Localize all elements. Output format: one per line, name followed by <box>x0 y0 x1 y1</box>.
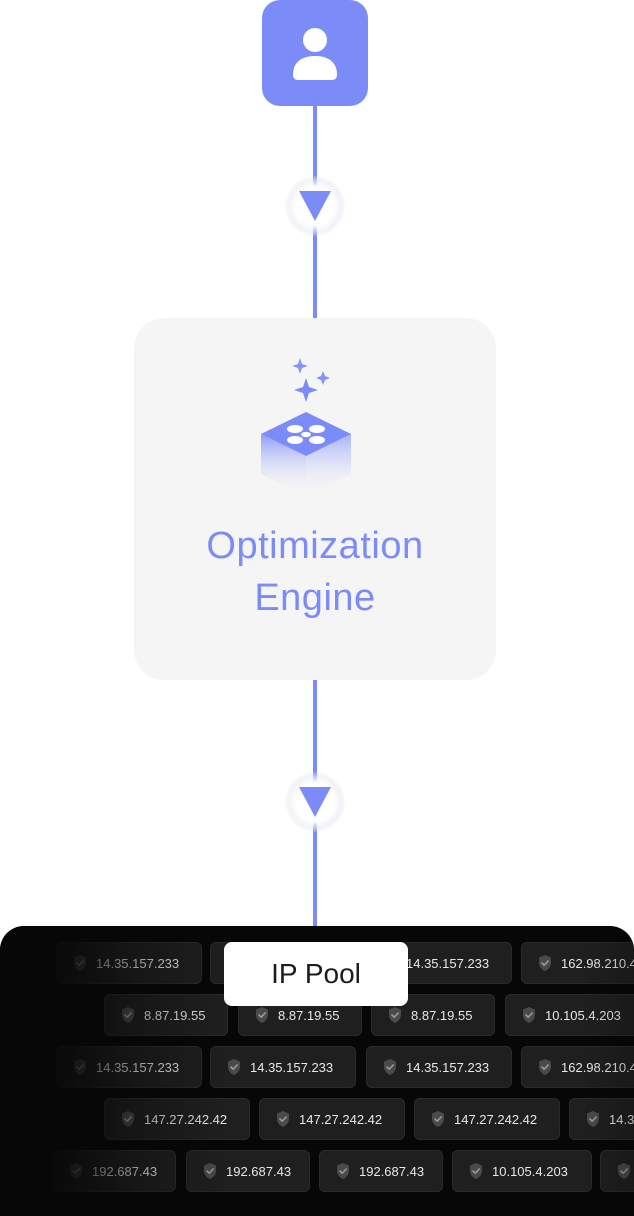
ip-address: 8.87.19.55 <box>278 1007 340 1023</box>
shield-check-icon <box>384 1059 396 1075</box>
ip-chip: 14.3 <box>569 1098 634 1140</box>
arrow-down-icon <box>285 772 345 832</box>
ip-address: 147.27.242.42 <box>299 1111 383 1127</box>
ip-chip: 147.27.242.42 <box>104 1098 250 1140</box>
ip-address: 147.27.242.42 <box>454 1111 538 1127</box>
ip-address: 10.105.4.203 <box>492 1163 568 1179</box>
shield-check-icon <box>587 1111 599 1127</box>
ip-chip: 8.87.19.55 <box>104 994 228 1036</box>
ip-address: 192.687.43 <box>359 1163 425 1179</box>
ip-address: 192.687.43 <box>92 1163 158 1179</box>
shield-check-icon <box>432 1111 444 1127</box>
shield-check-icon <box>204 1163 216 1179</box>
shield-check-icon <box>122 1111 134 1127</box>
ip-address: 14.35.157.233 <box>96 1059 180 1075</box>
ip-address: 162.98.210.4 <box>561 955 634 971</box>
ip-address: 8.87.19.55 <box>411 1007 473 1023</box>
ip-chip <box>600 1150 634 1192</box>
ip-address: 14.35.157.233 <box>406 955 490 971</box>
shield-check-icon <box>74 955 86 971</box>
ip-chip: 147.27.242.42 <box>259 1098 405 1140</box>
engine-label: Optimization Engine <box>134 520 496 624</box>
shield-check-icon <box>389 1007 401 1023</box>
shield-check-icon <box>74 1059 86 1075</box>
shield-check-icon <box>122 1007 134 1023</box>
ip-pool-label: IP Pool <box>224 942 408 1006</box>
shield-check-icon <box>337 1163 349 1179</box>
ip-address: 8.87.19.55 <box>144 1007 206 1023</box>
shield-check-icon <box>70 1163 82 1179</box>
shield-check-icon <box>539 955 551 971</box>
ip-address: 14.35.157.233 <box>250 1059 334 1075</box>
ip-address: 14.3 <box>609 1111 634 1127</box>
user-icon <box>293 28 337 80</box>
shield-check-icon <box>470 1163 482 1179</box>
shield-check-icon <box>618 1163 630 1179</box>
ip-chip: 192.687.43 <box>319 1150 443 1192</box>
ip-chip: 14.35.157.233 <box>366 1046 512 1088</box>
ip-address: 147.27.242.42 <box>144 1111 228 1127</box>
ip-chip: 14.35.157.233 <box>210 1046 356 1088</box>
engine-label-line2: Engine <box>254 577 376 619</box>
engine-label-line1: Optimization <box>206 525 424 567</box>
arrow-down-icon <box>285 176 345 236</box>
ip-address: 14.35.157.233 <box>96 955 180 971</box>
ip-chip: 192.687.43 <box>186 1150 310 1192</box>
ip-chip: 147.27.242.42 <box>414 1098 560 1140</box>
ip-chip: 192.687.43 <box>52 1150 176 1192</box>
ip-address: 162.98.210.4 <box>561 1059 634 1075</box>
shield-check-icon <box>277 1111 289 1127</box>
user-node <box>262 0 368 106</box>
optimization-engine-card <box>134 318 496 680</box>
ip-chip: 162.98.210.4 <box>521 942 634 984</box>
ip-chip: 10.105.4.203 <box>505 994 634 1036</box>
ip-chip: 10.105.4.203 <box>452 1150 592 1192</box>
ip-chip: 14.35.157.233 <box>56 942 202 984</box>
shield-check-icon <box>256 1007 268 1023</box>
shield-check-icon <box>539 1059 551 1075</box>
ip-chip: 162.98.210.4 <box>521 1046 634 1088</box>
shield-check-icon <box>228 1059 240 1075</box>
ip-chip: 14.35.157.233 <box>56 1046 202 1088</box>
ip-address: 10.105.4.203 <box>545 1007 621 1023</box>
engine-cube-icon <box>261 358 351 496</box>
ip-address: 14.35.157.233 <box>406 1059 490 1075</box>
ip-address: 192.687.43 <box>226 1163 292 1179</box>
shield-check-icon <box>523 1007 535 1023</box>
